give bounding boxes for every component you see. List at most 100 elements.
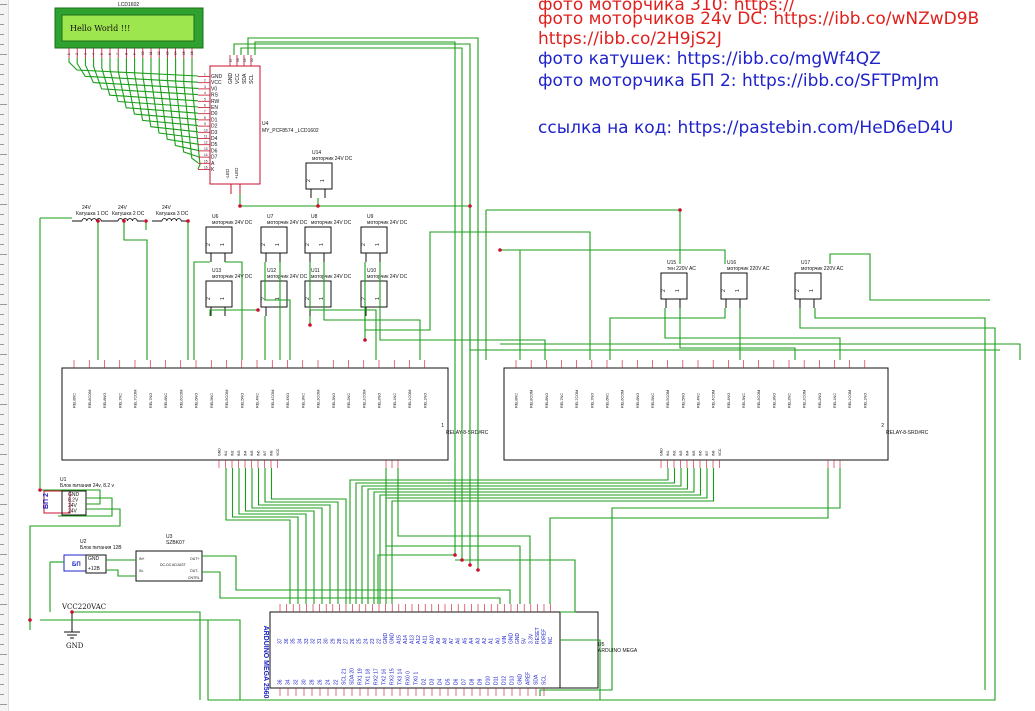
wire [391,468,715,604]
lcd-bus-wire [142,58,199,133]
u3-in-plus: IN+ [139,557,145,561]
arduino-top-label: A13 [410,635,416,644]
arduino-top-label: 23 [370,638,376,644]
junction-dot [38,488,42,492]
lcd-pin-num: 16 [190,51,194,55]
arduino-top-label: A5 [462,638,468,644]
psu2-name: Блок питания 12В [80,545,122,551]
relay-pin-label: REL1COM [848,390,852,408]
lcd-pin-num: 15 [182,51,186,55]
junction-dot [468,204,472,208]
relay-pin-label: REL3NO [772,393,776,408]
arduino-bottom-label: 30 [302,679,308,685]
lcd-pin-num: 14 [174,51,178,55]
coil-symbol [117,218,138,222]
relay-pin-label: REL8NC [515,393,519,408]
wire [355,468,676,604]
wire [29,508,121,620]
arduino-bottom-label: D4 [438,678,444,685]
relay-bottom-label: GND [660,448,664,456]
wire [664,308,841,360]
relay-pin-label: REL7NO [149,393,153,408]
arduino-top-label: 25 [357,638,363,644]
motor-pin-1: 1 [275,297,281,300]
motor-desc: моторчик 24V DC [267,274,308,280]
relay-bottom-label: IN3 [237,451,241,457]
lcd-bus-wire [191,58,201,170]
motor-body [360,226,388,254]
u4-ref: U4 [262,121,269,127]
wire [233,43,471,565]
relay-bottom-label: VCC [276,448,280,456]
u4-top-pin-num: 18 [236,58,240,62]
lcd-pin-num: 10 [141,51,145,55]
wire [40,489,101,505]
motor-body [304,226,332,254]
wire [106,569,136,577]
wire [257,468,331,604]
u4-pin-label: D6 [211,148,218,154]
arduino-bottom-label: D9 [478,678,484,685]
relay-pin-label: REL4COM [271,390,275,408]
arduino-bottom-label: SCL [542,675,548,685]
relay-pin-label: REL2NO [378,393,382,408]
arduino-top-label: 33 [304,638,310,644]
arduino-top-label: 29 [330,638,336,644]
side-ruler [0,0,9,711]
u4-pin-num: 4 [204,91,206,95]
wire [251,468,323,604]
lcd-bus-wire [68,58,199,77]
wire [202,555,511,604]
motor-desc: тен 220V AC [667,266,696,272]
lcd-pin-num: 3 [83,53,87,55]
relay-pin-label: REL7NC [118,393,122,408]
u4-pin-label: D5 [211,142,218,148]
arduino-bottom-label: 26 [318,679,324,685]
relay-pin-label: REL8NC [73,393,77,408]
junction-dot [186,219,190,223]
relay-pin-label: REL8NO [103,393,107,408]
psu2-pin: +12B [88,566,100,572]
arduino-bottom-label: SDA [534,674,540,685]
lcd-pin-num: 8 [124,53,128,55]
arduino-top-label: A4 [469,638,475,644]
arduino-bottom-label: 32 [294,679,300,685]
wire [225,468,291,604]
coil-symbol [81,218,102,222]
arduino-top-label: 27 [344,638,350,644]
relay-pin-label: REL8COM [530,390,534,408]
u4-pin-num: 2 [204,79,206,83]
arduino-bottom-label: 34 [286,679,292,685]
u4-top-pin-num: 20 [250,58,254,62]
arduino-top-label: 30 [324,638,330,644]
lcd-bus-wire [150,58,199,139]
motor-body [720,272,748,300]
relay-pin-label: REL5NO [681,393,685,408]
motor-pin-1: 1 [319,297,325,300]
lcd-bus-wire [84,58,199,89]
relay-bottom-label: IN1 [224,451,228,457]
wire [244,468,315,604]
arduino-top-label: A0 [495,638,501,644]
lcd-bus-wire [166,58,199,151]
u4-pin-num: 10 [204,128,208,132]
motor-pin-1: 1 [675,289,681,292]
relay-pin-label: REL5NC [651,393,655,408]
relay-pin-label: REL6NO [195,393,199,408]
relay-bottom-label: IN5 [250,451,254,457]
arduino-bottom-label: 22 [334,679,340,685]
arduino-top-label: 5V [522,637,528,644]
lcd-bus-wire [76,58,199,83]
motor-pin-2: 2 [305,243,311,246]
arduino-top-label: A6 [456,638,462,644]
arduino-bottom-label: TX3 14 [398,669,404,685]
junction-dot [70,610,74,614]
wire [469,206,1000,351]
motor-desc: моторчик 24V DC [311,220,352,226]
motor-pin-2: 2 [261,243,267,246]
wire [202,571,501,604]
junction-dot [453,553,457,557]
arduino-bottom-label: D10 [486,676,492,685]
motor-body [305,162,333,190]
motor-pin-1: 1 [275,243,281,246]
